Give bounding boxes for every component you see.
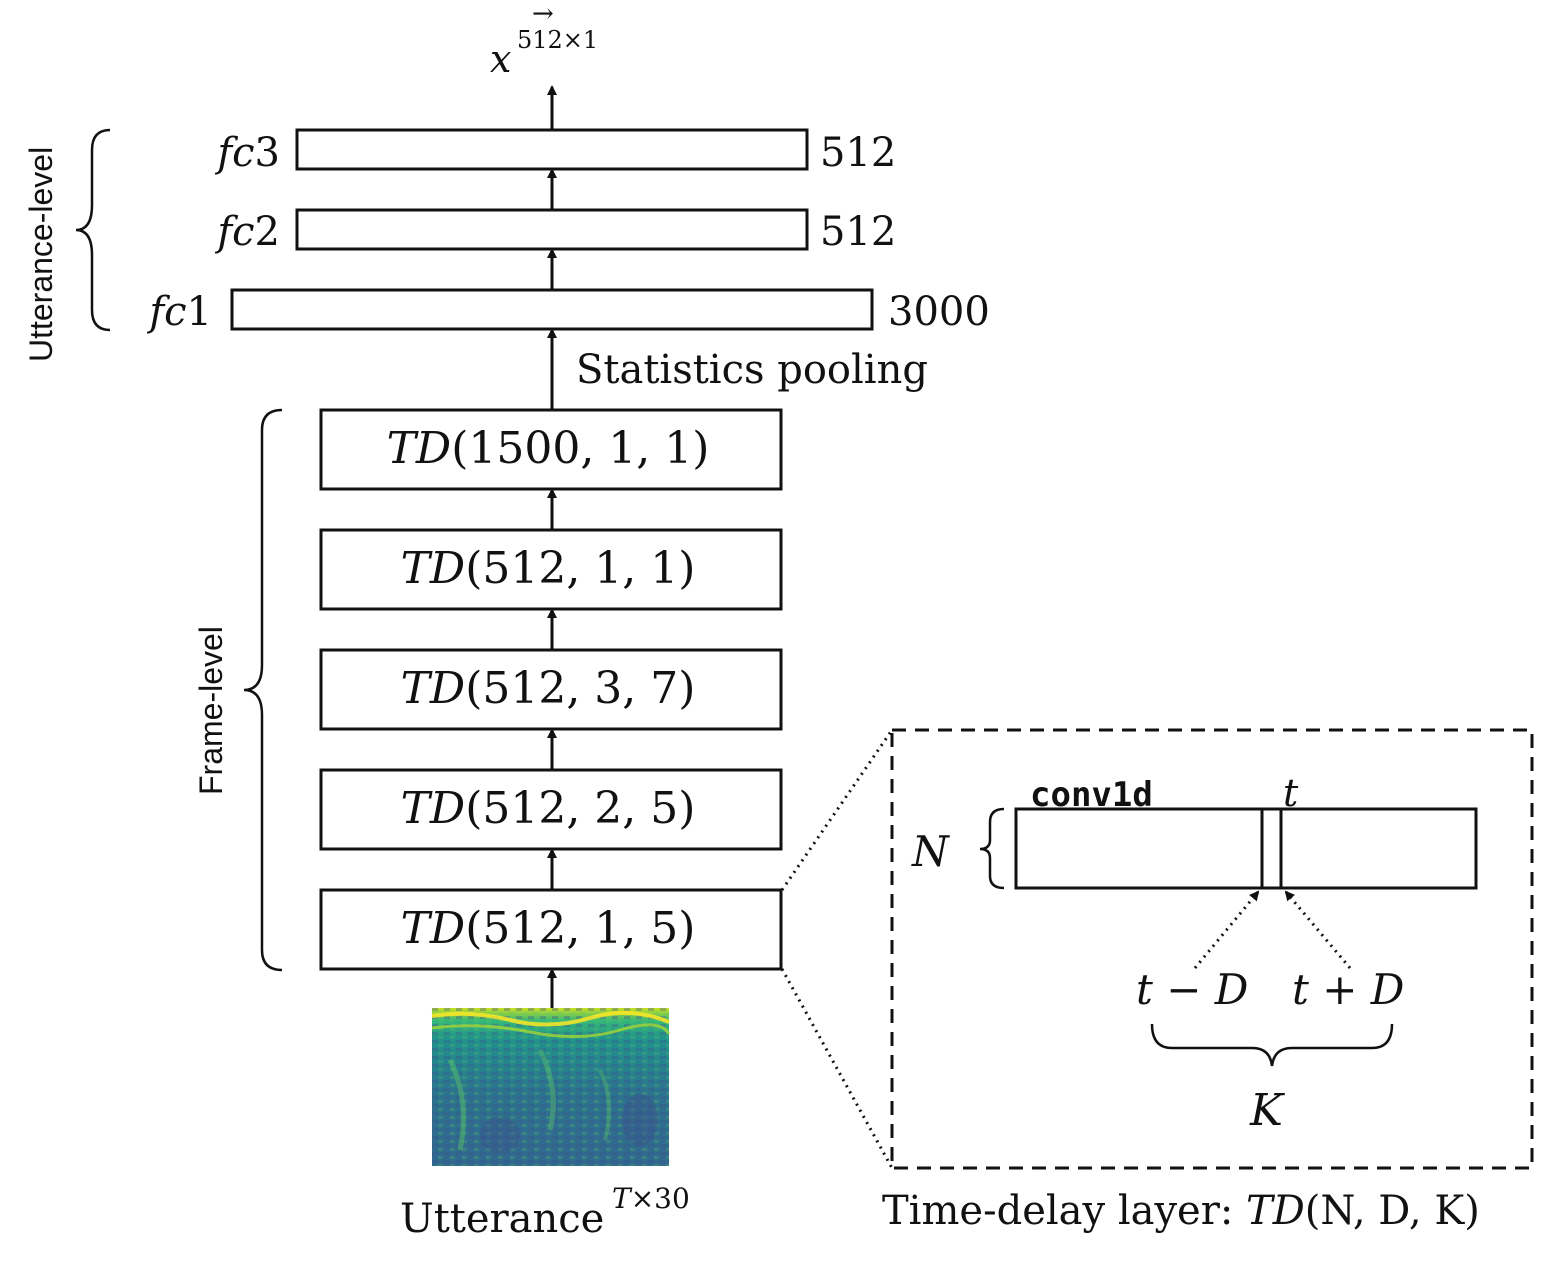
td-layer-box-2 xyxy=(319,768,783,851)
output-vector-label: → x 512×1 xyxy=(490,0,598,81)
td-layer-box-5 xyxy=(319,408,783,491)
td-layer-label-3: TD(512, 3, 7) xyxy=(401,663,696,714)
td-layer-label-1: TD(512, 1, 5) xyxy=(401,903,696,954)
td-layer-label-4: TD(512, 1, 1) xyxy=(401,543,696,594)
td-layer-label-2: TD(512, 2, 5) xyxy=(401,783,696,834)
inset-caption: Time-delay layer: TD(N, D, K) xyxy=(882,1188,1480,1234)
frame-level-label: Frame-level xyxy=(193,626,229,795)
input-superscript: T×30 xyxy=(612,1182,690,1215)
arrow-t-minus-d xyxy=(1193,890,1260,969)
fc2-size: 512 xyxy=(820,209,896,255)
fc3-label: fc3 xyxy=(214,130,280,176)
frame-level-brace xyxy=(243,408,283,972)
fc1-layer-box xyxy=(230,288,874,331)
t-plus-d-label: t + D xyxy=(1292,965,1404,1014)
fc1-label: fc1 xyxy=(146,289,212,335)
inset-frame xyxy=(890,728,1534,1170)
zoom-line-top xyxy=(780,729,894,891)
k-label: K xyxy=(1249,1085,1285,1136)
statistics-pooling-label: Statistics pooling xyxy=(576,347,928,393)
fc2-label: fc2 xyxy=(214,209,280,255)
output-symbol: x xyxy=(490,37,511,81)
n-brace xyxy=(979,807,1005,890)
output-superscript: 512×1 xyxy=(517,26,598,54)
fc3-layer-box xyxy=(295,128,809,171)
t-minus-d-label: t − D xyxy=(1136,965,1248,1014)
input-label: Utterance xyxy=(400,1196,604,1242)
utterance-level-label: Utterance-level xyxy=(23,147,59,362)
td-layer-label-5: TD(1500, 1, 1) xyxy=(387,423,710,474)
arrow-t-plus-d xyxy=(1284,890,1352,969)
k-brace xyxy=(1150,1023,1394,1067)
vector-arrow: → xyxy=(532,0,554,29)
td-layer-box-1 xyxy=(319,888,783,971)
utterance-level-brace xyxy=(75,128,111,332)
fc3-size: 512 xyxy=(820,130,896,176)
t-label: t xyxy=(1283,771,1299,815)
fc2-layer-box xyxy=(295,208,809,251)
conv1d-box xyxy=(1014,807,1478,890)
spectrogram-image xyxy=(431,1008,671,1166)
zoom-line-bottom xyxy=(780,968,894,1169)
n-label: N xyxy=(911,827,950,876)
fc1-size: 3000 xyxy=(888,289,990,335)
